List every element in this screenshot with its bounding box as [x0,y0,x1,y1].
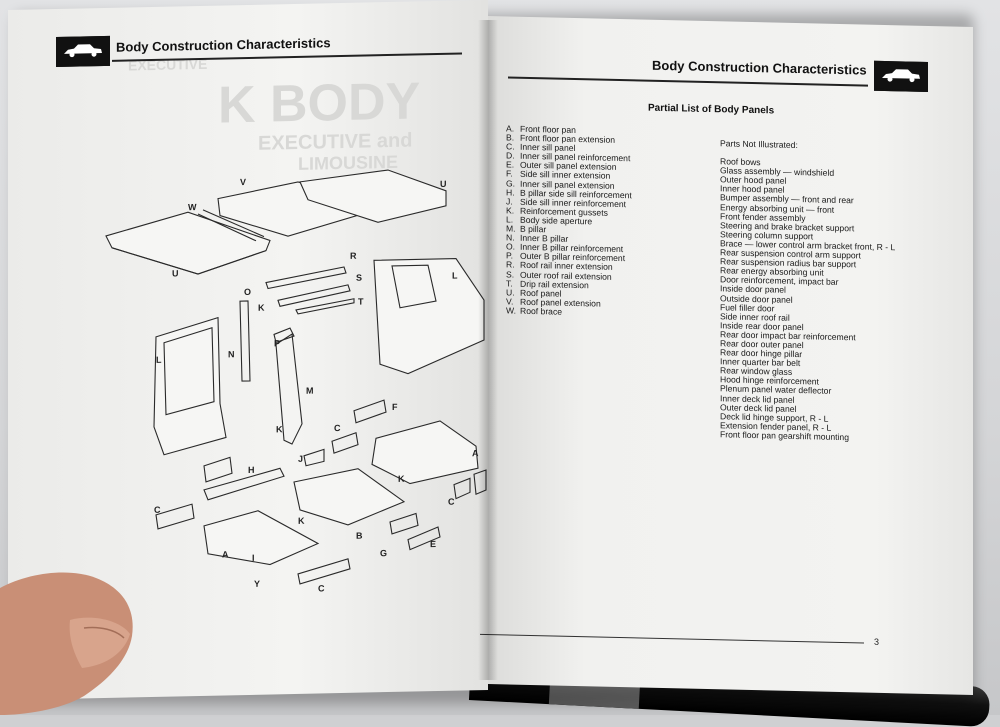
right-page: Body Construction Characteristics Partia… [480,16,973,696]
diagram-label: E [430,539,436,549]
diagram-label: A [472,448,479,458]
page-title: Body Construction Characteristics [652,57,867,78]
left-page: EXECUTIVE K BODY EXECUTIVE and LIMOUSINE… [8,0,488,700]
page-number: 3 [874,636,880,647]
diagram-label: G [380,548,387,558]
not-illustrated-list: Parts Not Illustrated: Roof bows Glass a… [720,138,895,443]
diagram-label: Y [254,579,260,589]
diagram-label: C [318,583,325,593]
diagram-label: C [448,497,455,507]
diagram-label: C [154,505,161,515]
panel-list: A.Front floor pan B.Front floor pan exte… [506,123,632,318]
diagram-label: H [248,465,254,475]
diagram-label: L [452,271,458,281]
footer-rule [480,633,864,644]
diagram-label: U [172,268,178,278]
diagram-label: F [392,402,398,412]
diagram-label: R [350,251,357,261]
diagram-label: C [334,423,341,433]
diagram-label: V [240,177,246,187]
body-panels-diagram: W V U U R S T O K L N P M L K F C H J A … [105,169,487,594]
diagram-label: T [358,297,364,307]
diagram-label: U [440,179,446,189]
list-item: W.Roof brace [506,305,563,317]
diagram-label: L [156,355,162,365]
diagram-label: O [244,287,251,297]
list-heading: Parts Not Illustrated: [720,138,798,151]
car-logo-icon [874,60,928,92]
diagram-label: A [222,549,229,559]
diagram-label: K [298,516,305,526]
list-heading: Partial List of Body Panels [648,102,775,117]
book-gutter [478,20,498,680]
diagram-label: K [276,424,283,434]
car-logo-icon [56,35,110,67]
hand [0,572,133,715]
diagram-label: K [398,474,405,484]
diagram-label: J [298,454,303,464]
diagram-label: K [258,303,265,313]
diagram-label: M [306,386,313,396]
diagram-label: S [356,273,362,283]
diagram-label: P [274,338,280,348]
header-rule [508,76,868,87]
diagram-label: W [188,202,197,212]
diagram-label: I [252,553,255,563]
diagram-label: N [228,349,234,359]
diagram-label: B [356,531,363,541]
